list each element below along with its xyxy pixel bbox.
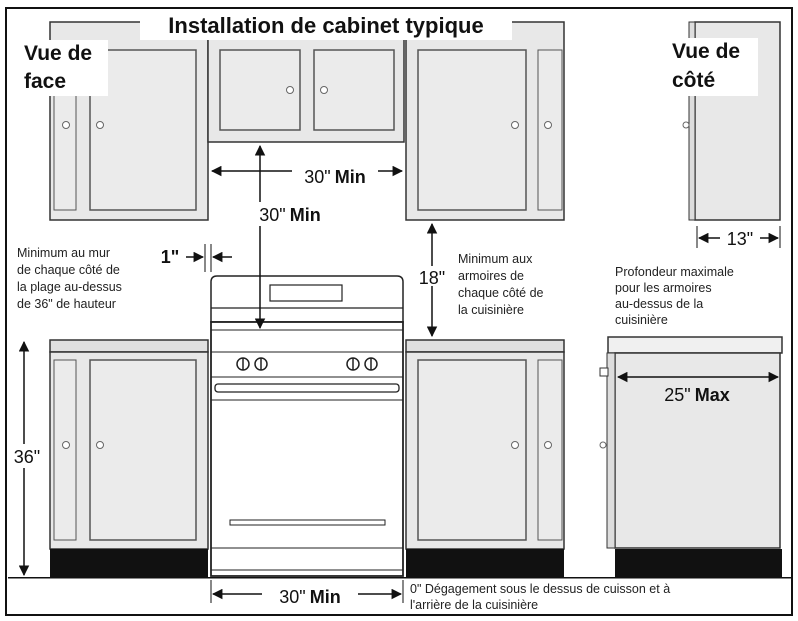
note-cabinets-line4: la cuisinière — [458, 303, 524, 317]
dim-30-vertical-unit: Min — [290, 205, 321, 225]
note-cabinets-line1: Minimum aux — [458, 252, 533, 266]
height-dimension-above-range: 30"Min — [254, 144, 321, 330]
diagram-title: Installation de cabinet typique — [168, 13, 483, 38]
burner-knobs — [236, 357, 378, 371]
range-cooktop — [210, 275, 404, 577]
counter-depth-dimension: 25"Max — [616, 371, 780, 405]
side-view-line1: Vue de — [672, 40, 740, 63]
lower-cabinets-right — [405, 339, 565, 577]
note-cabinets-line2: armoires de — [458, 269, 524, 283]
svg-text:30"Min: 30"Min — [304, 167, 365, 187]
dim-30-upper-value: 30" — [304, 167, 330, 187]
svg-text:30"Min: 30"Min — [259, 205, 320, 225]
note-zero-clearance: 0" Dégagement sous le dessus de cuisson … — [410, 582, 670, 612]
clearance-18-dimension: 18" — [418, 222, 446, 338]
note-depth-line1: Profondeur maximale — [615, 265, 734, 279]
dim-13-label: 13" — [727, 229, 753, 249]
dim-25-unit: Max — [695, 385, 730, 405]
dim-18-label: 18" — [419, 268, 445, 288]
side-clearance-dimension: 1" — [161, 244, 232, 272]
front-view-line1: Vue de — [24, 42, 92, 65]
note-clearance-line2: l'arrière de la cuisinière — [410, 598, 538, 612]
upper-cabinet-over-range — [207, 21, 405, 143]
counter-height-dimension: 36" — [8, 340, 46, 577]
note-wall-line2: de chaque côté de — [17, 263, 120, 277]
note-wall-line4: de 36" de hauteur — [17, 297, 116, 311]
note-depth-line3: au-dessus de la — [615, 297, 703, 311]
note-clearance-line1: 0" Dégagement sous le dessus de cuisson … — [410, 582, 670, 596]
width-dimension-upper: 30"Min — [210, 165, 404, 187]
note-max-depth: Profondeur maximale pour les armoires au… — [615, 265, 734, 327]
svg-text:30"Min: 30"Min — [279, 587, 340, 607]
width-dimension-bottom: 30"Min — [210, 580, 404, 607]
note-depth-line2: pour les armoires — [615, 281, 712, 295]
side-lower-cabinet — [599, 336, 783, 577]
dim-30-upper-unit: Min — [335, 167, 366, 187]
dim-36-label: 36" — [14, 447, 40, 467]
note-cabinets-line3: chaque côté de — [458, 286, 544, 300]
svg-text:25"Max: 25"Max — [664, 385, 729, 405]
note-wall-line3: la plage au-dessus — [17, 280, 122, 294]
side-view-line2: côté — [672, 69, 715, 92]
note-wall-clearance: Minimum au mur de chaque côté de la plag… — [17, 246, 122, 311]
note-depth-line4: cuisinière — [615, 313, 668, 327]
dim-30-bottom-unit: Min — [310, 587, 341, 607]
upper-cabinets-right — [405, 21, 565, 221]
dim-30-vertical-value: 30" — [259, 205, 285, 225]
side-view-label: Vue de côté — [666, 38, 758, 96]
dim-1-label: 1" — [161, 247, 180, 267]
dim-30-bottom-value: 30" — [279, 587, 305, 607]
lower-cabinets-left — [49, 339, 209, 577]
title-bg — [140, 12, 512, 40]
note-cabinet-clearance: Minimum aux armoires de chaque côté de l… — [458, 252, 544, 317]
floor-line — [8, 577, 792, 579]
front-view-label: Vue de face — [20, 40, 108, 96]
note-wall-line1: Minimum au mur — [17, 246, 110, 260]
front-view-line2: face — [24, 70, 66, 93]
upper-depth-dimension: 13" — [696, 226, 781, 249]
dim-25-value: 25" — [664, 385, 690, 405]
